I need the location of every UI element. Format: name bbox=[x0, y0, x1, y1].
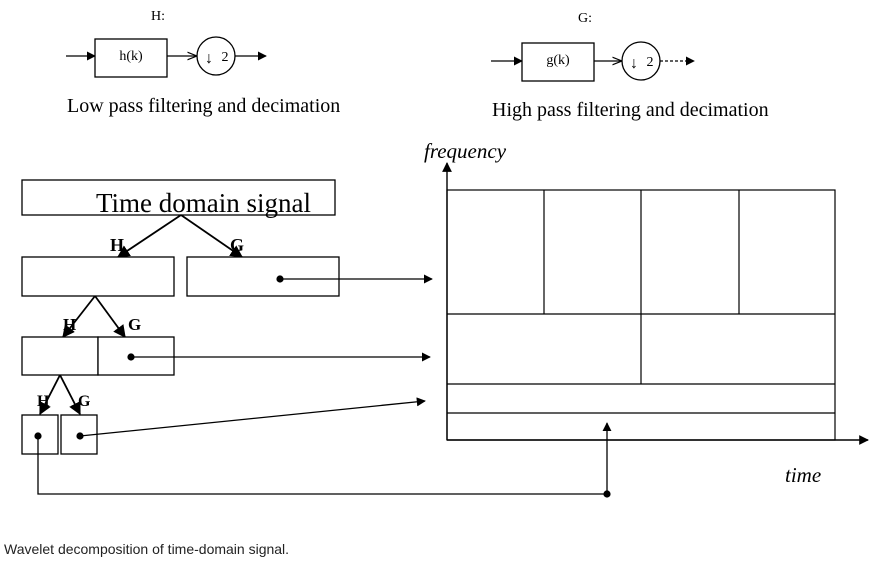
level3-highpass-label: G bbox=[78, 393, 91, 410]
decomposition-tree: Time domain signal H G H G H G bbox=[21, 179, 612, 498]
figure-caption: Wavelet decomposition of time-domain sig… bbox=[4, 541, 290, 557]
lowpass-filter-block-label: h(k) bbox=[119, 49, 143, 64]
lowpass-caption: Low pass filtering and decimation bbox=[67, 95, 340, 117]
time-domain-signal-box bbox=[21, 179, 336, 216]
lowpass-decimation-factor: 2 bbox=[222, 50, 229, 65]
lowpass-filter-diagram: H: h(k) ↓ 2 Low pass filtering and decim… bbox=[66, 9, 340, 117]
down-arrow-icon: ↓ bbox=[630, 55, 638, 72]
level1-lowpass-label: H bbox=[110, 235, 124, 255]
highpass-caption: High pass filtering and decimation bbox=[492, 99, 769, 121]
level2-detail-box bbox=[97, 336, 175, 376]
level2-lowpass-label: H bbox=[63, 315, 76, 334]
level2-highpass-label: G bbox=[128, 315, 141, 334]
level1-detail-box bbox=[186, 256, 340, 297]
level2-approximation-box bbox=[21, 336, 99, 376]
highpass-filter-block bbox=[521, 42, 595, 82]
lowpass-label: H: bbox=[151, 9, 165, 24]
lowpass-decimation-node bbox=[196, 36, 236, 76]
highpass-filter-block-label: g(k) bbox=[546, 53, 570, 68]
time-frequency-tiling: frequency time bbox=[424, 139, 869, 487]
time-axis-label: time bbox=[785, 463, 821, 487]
frequency-axis-label: frequency bbox=[424, 139, 507, 163]
level1-approximation-box bbox=[21, 256, 175, 297]
level1-highpass-label: G bbox=[230, 235, 244, 255]
wavelet-decomposition-diagram: H: h(k) ↓ 2 Low pass filtering and decim… bbox=[21, 9, 869, 498]
level3-lowpass-label: H bbox=[37, 393, 50, 410]
lowpass-filter-block bbox=[94, 38, 168, 78]
time-domain-signal-label: Time domain signal bbox=[96, 188, 311, 218]
highpass-filter-diagram: G: g(k) ↓ 2 High pass filtering and deci… bbox=[491, 11, 769, 121]
highpass-decimation-node bbox=[621, 41, 661, 81]
highpass-decimation-factor: 2 bbox=[647, 55, 654, 70]
highpass-label: G: bbox=[578, 11, 592, 26]
down-arrow-icon: ↓ bbox=[205, 50, 213, 67]
